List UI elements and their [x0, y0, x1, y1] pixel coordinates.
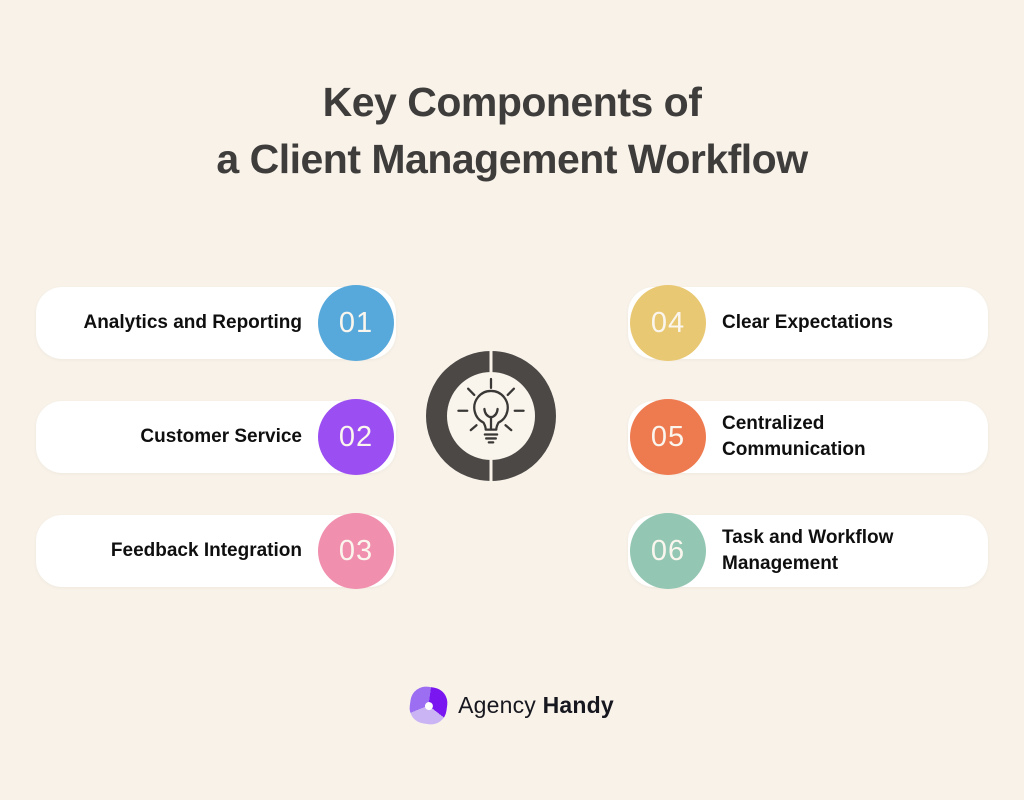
number-badge-06: 06	[630, 513, 706, 589]
brand-name-regular: Agency	[458, 692, 537, 718]
lightbulb-icon	[457, 377, 525, 444]
page-title: Key Components of a Client Management Wo…	[0, 74, 1024, 188]
number-badge-01: 01	[318, 285, 394, 361]
card-task-and-workflow-management: 06 Task and Workflow Management	[628, 513, 988, 589]
card-label: Clear Expectations	[722, 312, 894, 334]
card-label: Centralized Communication	[722, 413, 866, 460]
ring-gap-bottom	[489, 458, 493, 481]
card-centralized-communication: 05 Centralized Communication	[628, 399, 988, 475]
brand-name-bold: Handy	[542, 692, 614, 718]
number-badge-04: 04	[630, 285, 706, 361]
card-label: Task and Workflow Management	[722, 527, 894, 574]
number-text: 04	[650, 306, 686, 339]
card-clear-expectations: 04 Clear Expectations	[628, 285, 988, 361]
card-label: Feedback Integration	[110, 540, 302, 562]
brand-name: Agency Handy	[458, 692, 614, 719]
number-badge-02: 02	[318, 399, 394, 475]
card-label: Analytics and Reporting	[83, 312, 302, 334]
number-text: 05	[650, 420, 686, 453]
number-badge-03: 03	[318, 513, 394, 589]
page-title-line-1: Key Components of	[322, 79, 702, 125]
card-customer-service: Customer Service 02	[36, 399, 396, 475]
number-text: 06	[650, 534, 686, 567]
card-label: Customer Service	[140, 426, 302, 448]
ring-gap-top	[489, 351, 493, 374]
number-text: 02	[338, 420, 374, 453]
number-text: 01	[338, 306, 374, 339]
brand-footer: Agency Handy	[0, 684, 1024, 727]
logo-center-dot	[424, 700, 434, 711]
page-title-line-2: a Client Management Workflow	[216, 136, 808, 182]
card-analytics-and-reporting: Analytics and Reporting 01	[36, 285, 396, 361]
agency-handy-logo-icon	[407, 684, 450, 727]
number-text: 03	[338, 534, 374, 567]
number-badge-05: 05	[630, 399, 706, 475]
card-feedback-integration: Feedback Integration 03	[36, 513, 396, 589]
center-hub-ring	[426, 351, 556, 481]
